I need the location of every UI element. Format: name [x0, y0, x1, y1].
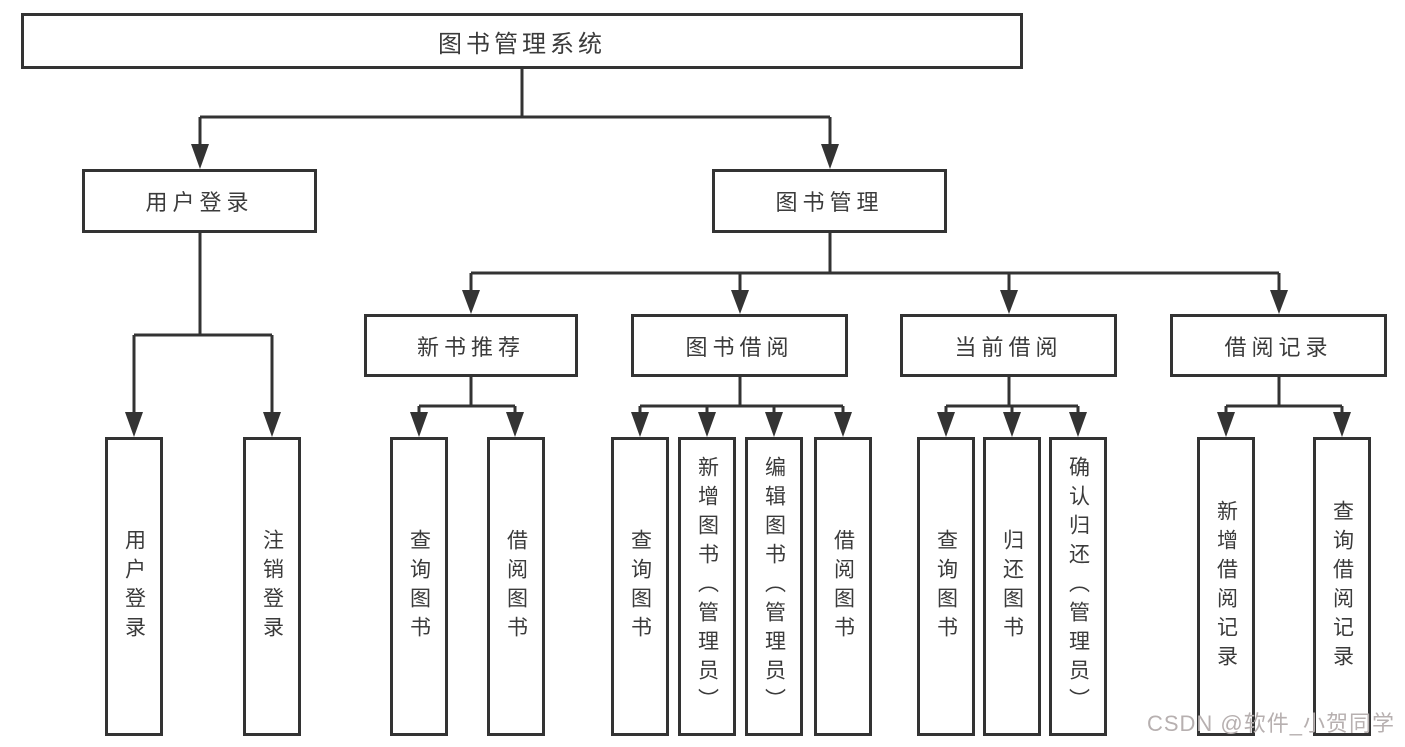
node-leaf-add-borrow-record: 新增借阅记录 [1197, 437, 1255, 736]
node-new-book-recommendation: 新书推荐 [364, 314, 578, 377]
arrowhead-icon [821, 144, 839, 169]
node-leaf-query-books: 查询图书 [611, 437, 669, 736]
arrowheads [125, 144, 1351, 437]
edge-borrow-record-to-children [1224, 375, 1344, 413]
edge-book-borrow-to-children [638, 375, 845, 413]
node-label: 新书推荐 [416, 334, 525, 360]
node-label: 查询图书 [407, 528, 431, 645]
edge-lines [132, 67, 1344, 413]
node-user-login: 用户登录 [82, 169, 317, 233]
arrowhead-icon [410, 412, 428, 437]
arrowhead-icon [937, 412, 955, 437]
node-label: 借阅记录 [1224, 334, 1333, 360]
node-label: 用户登录 [122, 528, 146, 645]
node-current-borrowing: 当前借阅 [900, 314, 1117, 377]
node-label: 查询借阅记录 [1330, 499, 1354, 674]
node-leaf-user-login: 用户登录 [105, 437, 163, 736]
node-leaf-query-books: 查询图书 [917, 437, 975, 736]
node-label: 编辑图书（管理员） [762, 456, 786, 717]
node-label: 图书管理 [775, 190, 884, 215]
edge-user-login-to-children [132, 231, 274, 413]
arrowhead-icon [263, 412, 281, 437]
node-book-management: 图书管理 [712, 169, 947, 233]
arrowhead-icon [506, 412, 524, 437]
node-leaf-logout: 注销登录 [243, 437, 301, 736]
node-label: 确认归还（管理员） [1066, 456, 1090, 717]
arrowhead-icon [462, 290, 480, 314]
node-label: 注销登录 [260, 528, 284, 645]
edge-book-mgmt-to-children [469, 231, 1281, 291]
arrowhead-icon [125, 412, 143, 437]
node-leaf-borrow-books: 借阅图书 [487, 437, 545, 736]
arrowhead-icon [1000, 290, 1018, 314]
node-leaf-edit-books-admin: 编辑图书（管理员） [745, 437, 803, 736]
node-book-borrowing: 图书借阅 [631, 314, 848, 377]
node-label: 当前借阅 [954, 334, 1063, 360]
arrowhead-icon [1003, 412, 1021, 437]
arrowhead-icon [698, 412, 716, 437]
node-leaf-add-books-admin: 新增图书（管理员） [678, 437, 736, 736]
arrowhead-icon [1270, 290, 1288, 314]
node-borrowing-records: 借阅记录 [1170, 314, 1387, 377]
node-label: 新增图书（管理员） [695, 456, 719, 717]
node-label: 归还图书 [1000, 528, 1024, 645]
node-label: 图书管理系统 [438, 30, 606, 58]
node-label: 借阅图书 [831, 528, 855, 645]
arrowhead-icon [1217, 412, 1235, 437]
arrowhead-icon [1333, 412, 1351, 437]
node-label: 用户登录 [145, 190, 254, 215]
node-leaf-query-books: 查询图书 [390, 437, 448, 736]
edge-root-to-level2 [198, 67, 832, 145]
arrowhead-icon [765, 412, 783, 437]
arrowhead-icon [1069, 412, 1087, 437]
node-label: 图书借阅 [685, 334, 794, 360]
node-leaf-confirm-return-admin: 确认归还（管理员） [1049, 437, 1107, 736]
node-label: 借阅图书 [504, 528, 528, 645]
node-label: 查询图书 [628, 528, 652, 645]
node-label: 查询图书 [934, 528, 958, 645]
arrowhead-icon [191, 144, 209, 169]
arrowhead-icon [631, 412, 649, 437]
edge-new-book-rec-to-children [417, 375, 517, 413]
node-leaf-query-borrow-record: 查询借阅记录 [1313, 437, 1371, 736]
node-library-management-system: 图书管理系统 [21, 13, 1023, 69]
arrowhead-icon [834, 412, 852, 437]
edge-current-borrow-to-children [944, 375, 1080, 413]
node-leaf-borrow-books: 借阅图书 [814, 437, 872, 736]
arrowhead-icon [731, 290, 749, 314]
node-leaf-return-books: 归还图书 [983, 437, 1041, 736]
node-label: 新增借阅记录 [1214, 499, 1238, 674]
